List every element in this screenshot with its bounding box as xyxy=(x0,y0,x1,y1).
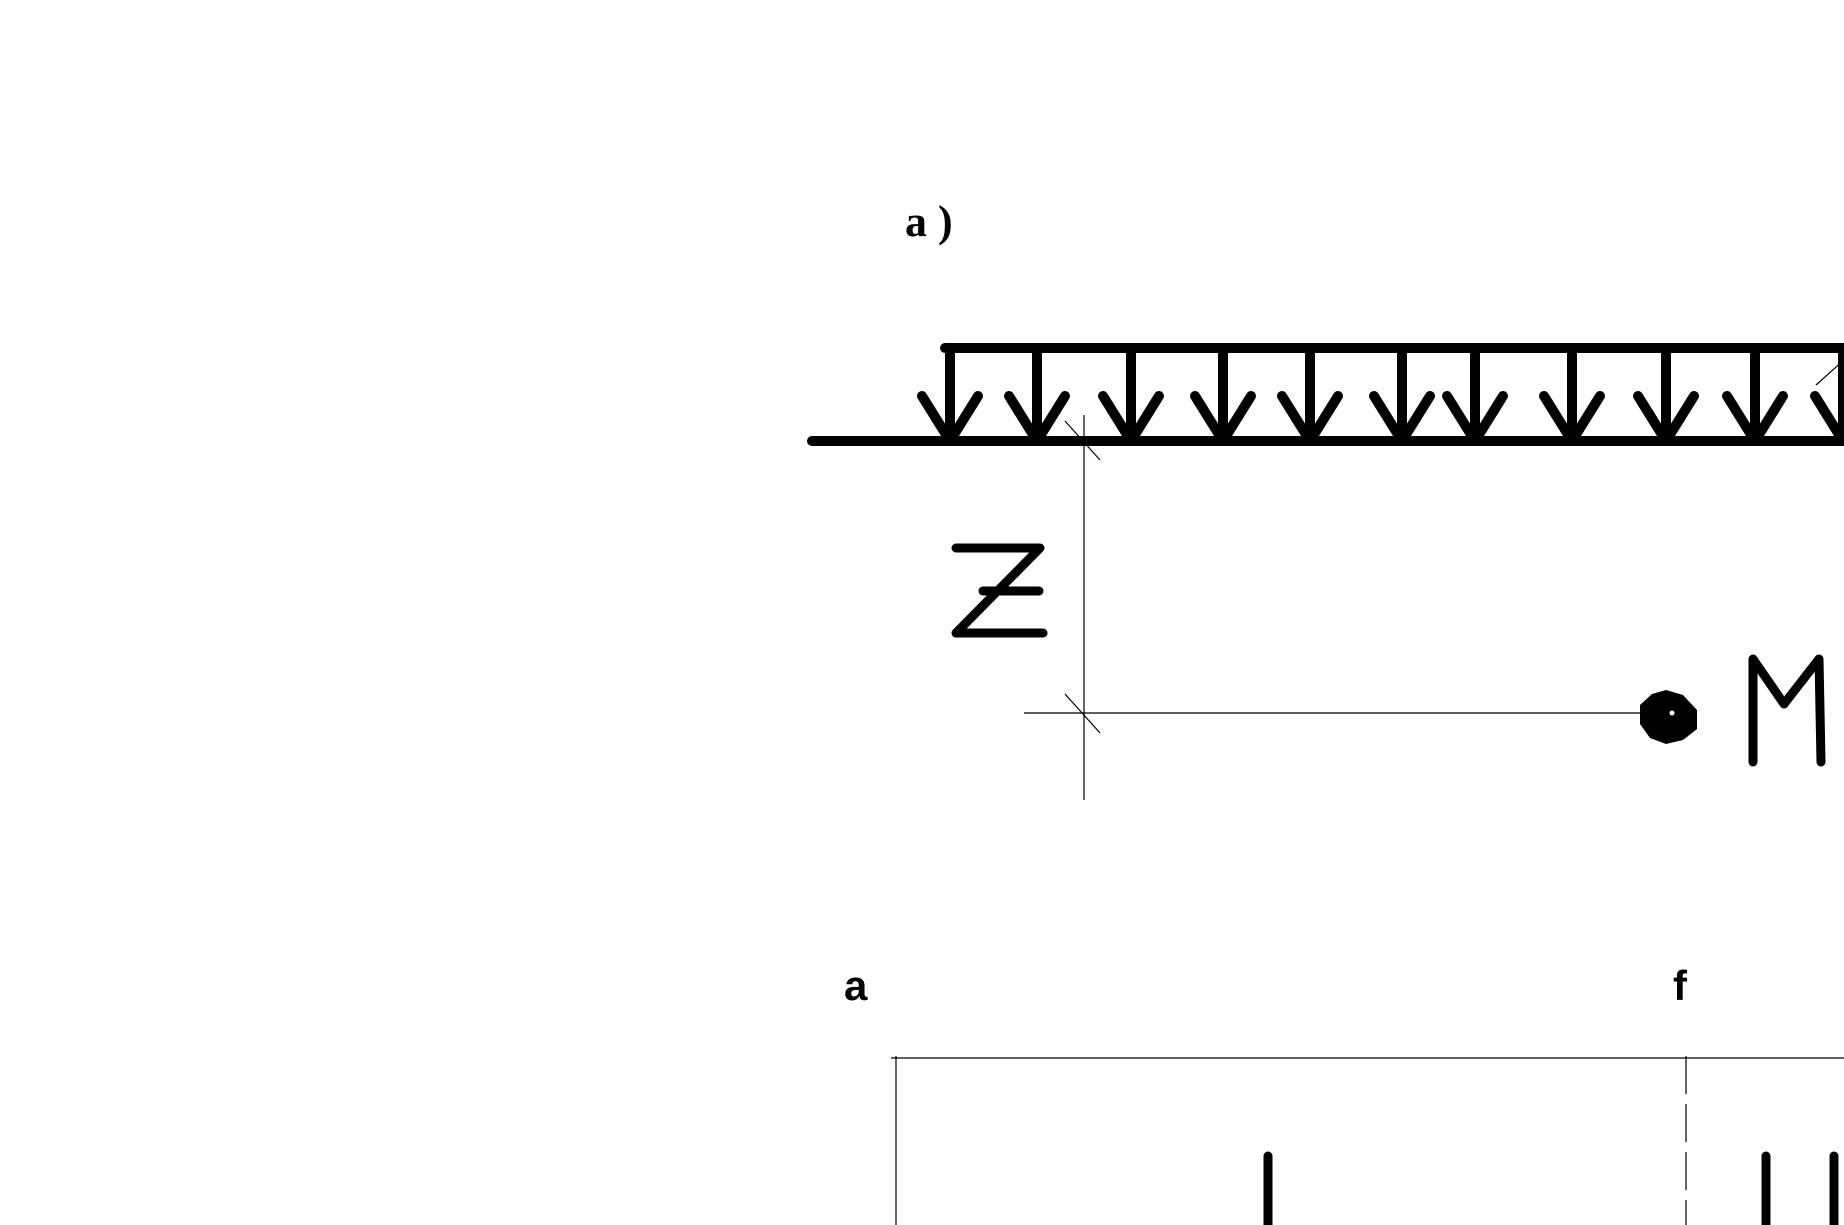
load-arrows xyxy=(917,343,1844,446)
dimension-tick-bottom xyxy=(1064,693,1101,734)
zone-label-ii: II xyxy=(1761,1151,1839,1225)
load-arrow xyxy=(1277,343,1343,446)
load-arrow xyxy=(1539,343,1605,446)
load-arrow xyxy=(1098,343,1164,446)
load-arrow xyxy=(1722,343,1788,446)
part-label: a ) xyxy=(905,197,953,246)
load-arrow xyxy=(1810,343,1844,446)
point-m-marker xyxy=(1640,690,1697,744)
section-label-f: f xyxy=(1673,962,1688,1009)
dimension-tick-top xyxy=(1064,420,1101,461)
load-arrow xyxy=(1369,343,1435,446)
load-arrow xyxy=(917,343,983,446)
depth-label-z: Z xyxy=(951,543,1048,638)
depth-dimension xyxy=(1024,415,1665,800)
section-label-a: a xyxy=(844,962,868,1009)
point-m-label xyxy=(1748,654,1826,767)
load-arrow xyxy=(1004,343,1070,446)
arrow-edge-hatch xyxy=(1815,359,1844,386)
load-arrow xyxy=(1442,343,1508,446)
point-m-center-dot xyxy=(1669,710,1675,716)
load-arrow xyxy=(1633,343,1699,446)
point-m: M xyxy=(1640,654,1826,767)
load-arrow xyxy=(1190,343,1256,446)
zone-boundaries xyxy=(891,1056,1844,1225)
distributed-load xyxy=(807,343,1844,446)
